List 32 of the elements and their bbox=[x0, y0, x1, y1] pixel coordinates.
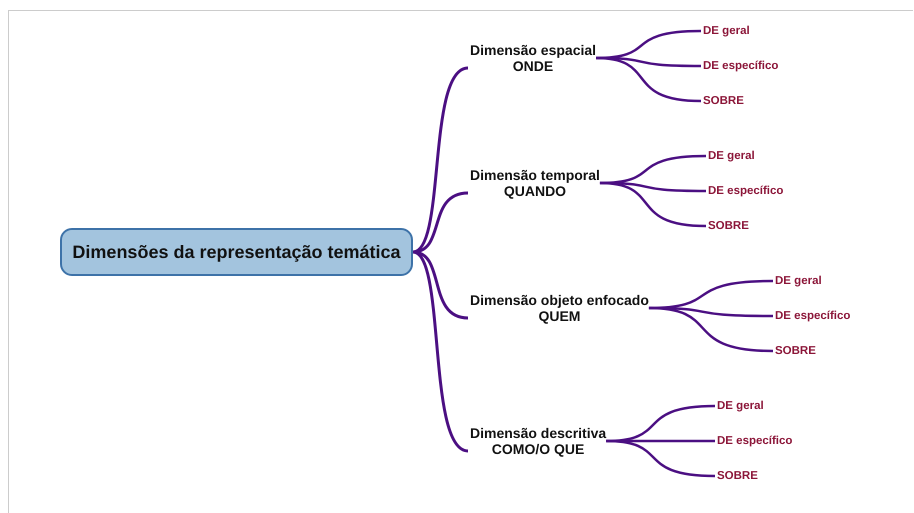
branch-line bbox=[596, 30, 702, 60]
branch-line bbox=[648, 306, 774, 352]
leaf-topic: DE específico bbox=[708, 184, 784, 198]
branch-line bbox=[412, 250, 468, 320]
topic-title: Dimensão objeto enfocado bbox=[470, 292, 649, 308]
leaf-topic: DE específico bbox=[775, 309, 850, 323]
leaf-topic: DE geral bbox=[708, 149, 755, 163]
branch-line bbox=[606, 440, 716, 478]
leaf-topic: SOBRE bbox=[703, 94, 744, 108]
leaf-topic: DE específico bbox=[703, 59, 778, 73]
branch-line bbox=[412, 250, 469, 452]
topic-title: Dimensão descritiva bbox=[470, 425, 606, 441]
topic-subtitle: COMO/O QUE bbox=[490, 441, 586, 457]
leaf-topic: DE geral bbox=[717, 399, 764, 413]
branch-line bbox=[606, 404, 716, 442]
leaf-topic: SOBRE bbox=[717, 469, 758, 483]
leaf-topic: DE geral bbox=[775, 274, 822, 288]
topic-title: Dimensão temporal bbox=[470, 167, 600, 183]
branch-line bbox=[412, 66, 469, 254]
leaf-topic: DE geral bbox=[703, 24, 750, 38]
branch-line bbox=[648, 280, 774, 310]
central-topic-box: Dimensões da representação temática bbox=[60, 228, 413, 276]
topic-subtitle: QUEM bbox=[537, 308, 582, 324]
branch-line bbox=[600, 154, 706, 184]
leaf-topic: SOBRE bbox=[775, 344, 816, 358]
leaf-topic: SOBRE bbox=[708, 219, 749, 233]
leaf-topic: DE específico bbox=[717, 434, 792, 448]
topic-subtitle: ONDE bbox=[512, 58, 554, 74]
topic-title: Dimensão espacial bbox=[470, 42, 596, 58]
topic-subtitle: QUANDO bbox=[502, 183, 568, 199]
branch-line bbox=[600, 182, 706, 228]
branch-line bbox=[596, 56, 702, 102]
